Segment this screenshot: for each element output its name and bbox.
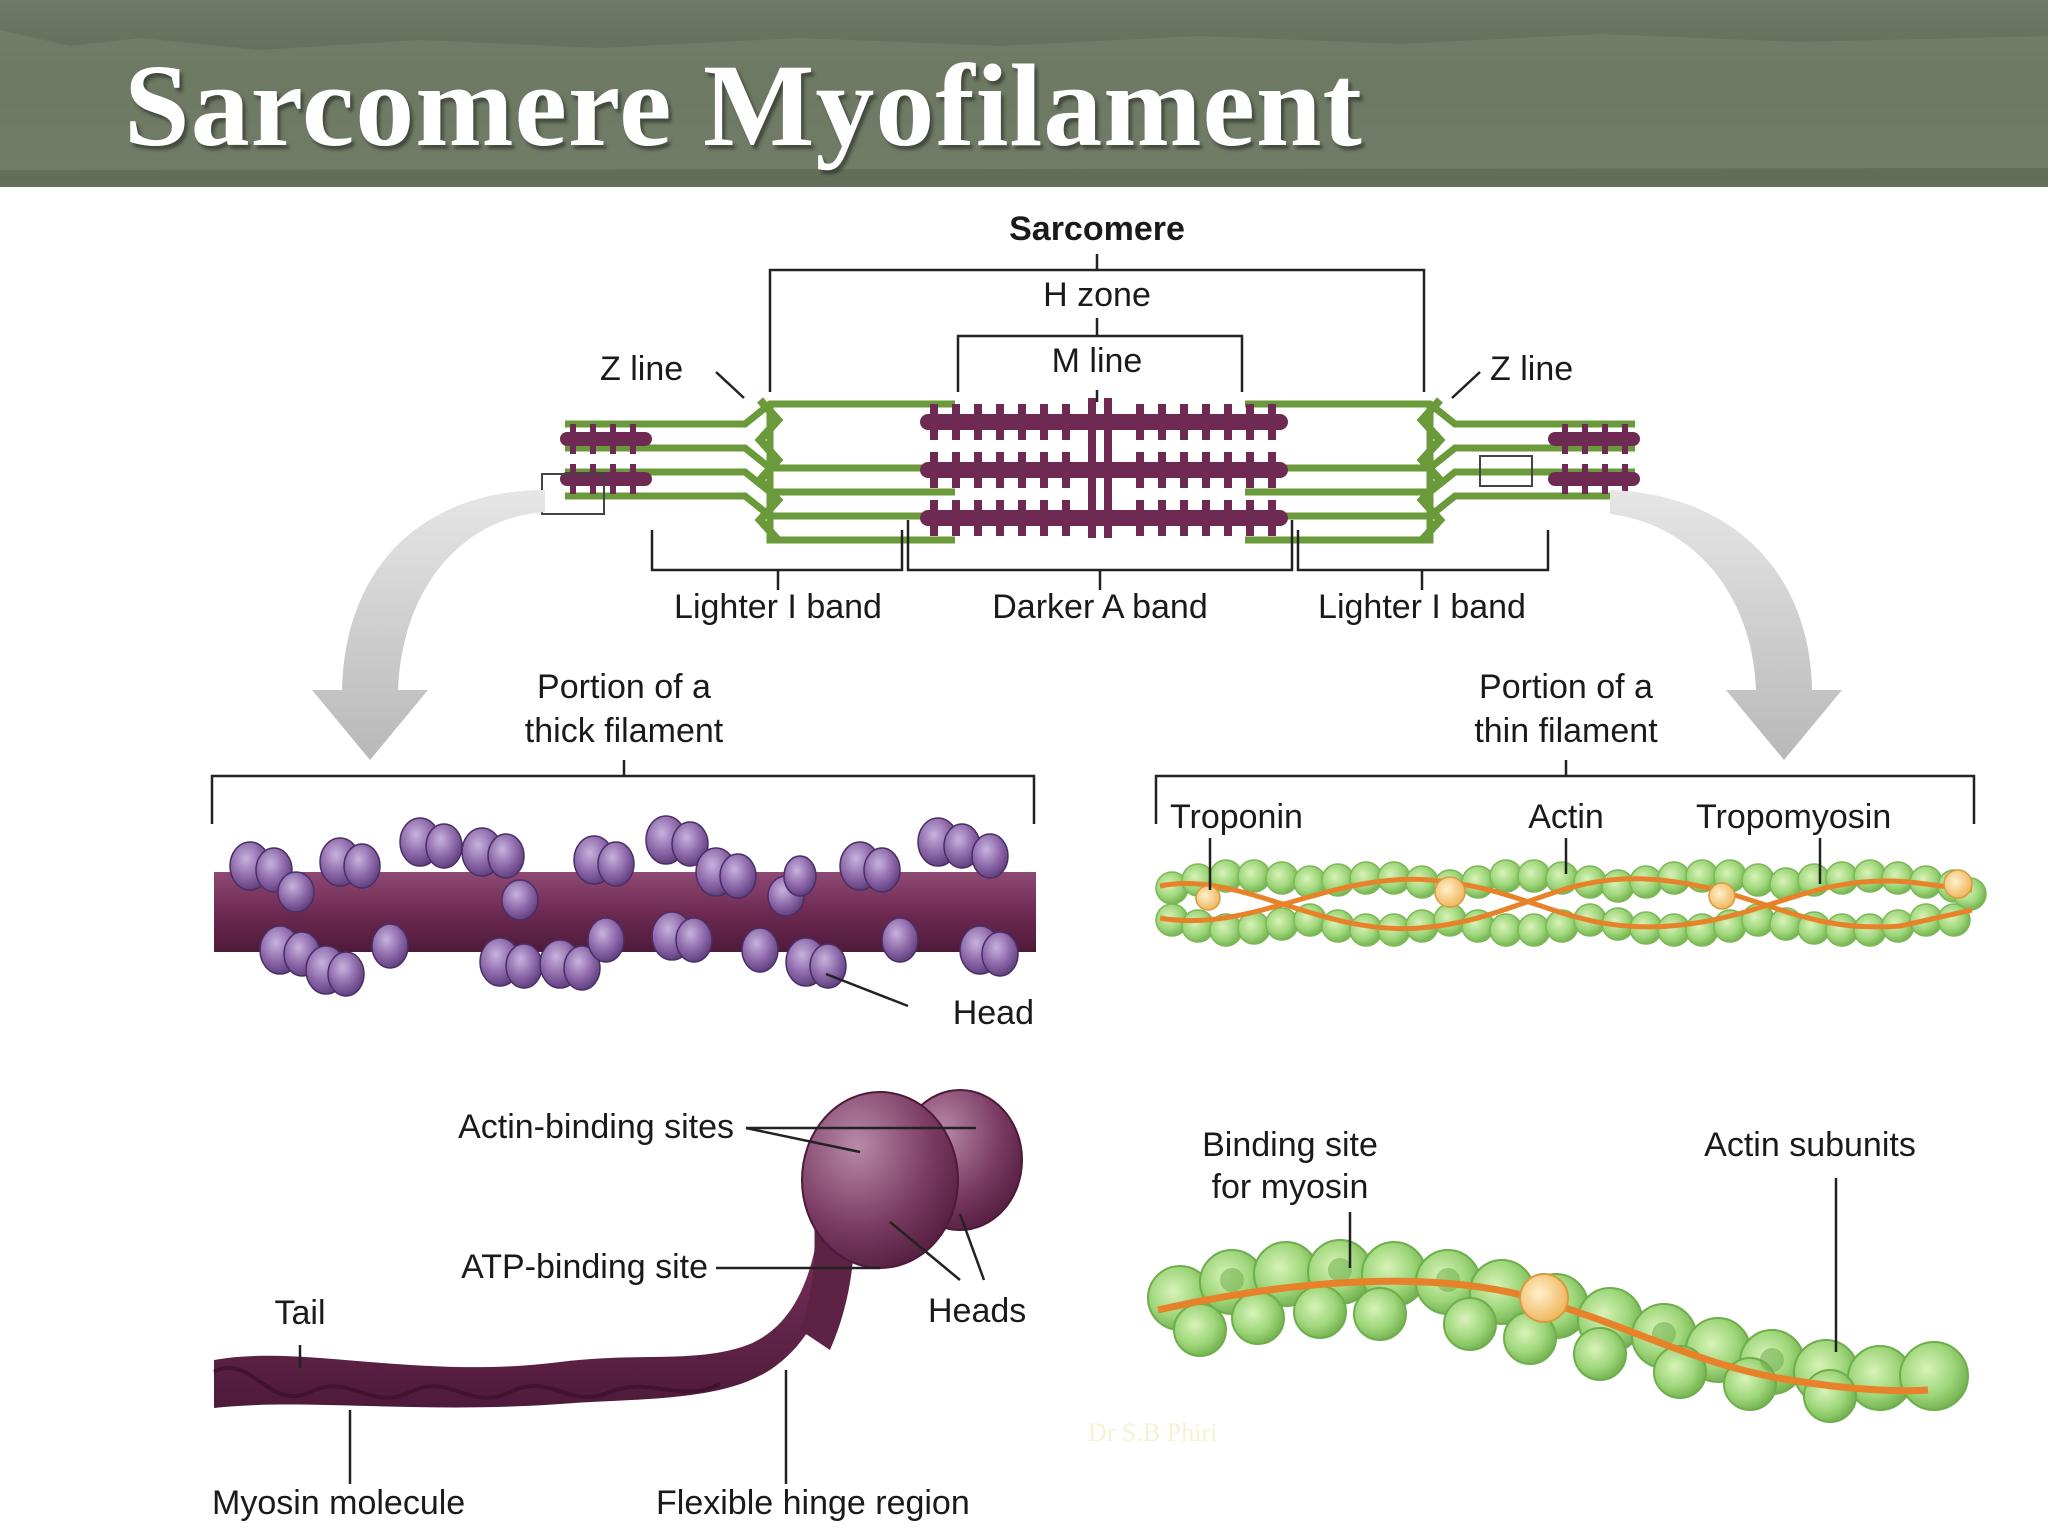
band-right-label: Lighter I band [1318, 588, 1526, 626]
troponin-label: Troponin [1170, 798, 1303, 836]
z-line-right-shape [1416, 397, 1446, 543]
myosin-pointers [298, 1126, 986, 1484]
tropomyosin-label: Tropomyosin [1696, 798, 1891, 836]
z-line-left-label: Z line [600, 350, 683, 388]
actin-label: Actin [1528, 798, 1604, 836]
thick-bracket [210, 760, 1036, 824]
h-zone-label: H zone [1043, 276, 1151, 314]
myosin-tail-body [214, 1150, 842, 1408]
thin-pointers [1208, 838, 1822, 890]
thin-title-2: thin filament [1474, 712, 1658, 750]
head-label: Head [953, 994, 1034, 1032]
binding-site-label-2: for myosin [1212, 1168, 1369, 1206]
thick-filament-portion: Portion of a thick filament [210, 668, 1036, 1032]
band-center-label: Darker A band [992, 588, 1207, 626]
z-line-left-shape [754, 397, 784, 543]
brackets [650, 254, 1550, 590]
band-left-label: Lighter I band [674, 588, 882, 626]
actin-subunit-beads [1147, 1239, 1969, 1423]
hinge-label: Flexible hinge region [656, 1484, 970, 1522]
actin-binding-label: Actin-binding sites [458, 1108, 734, 1146]
title-banner: Sarcomere Myofilament [0, 0, 2048, 187]
thick-filaments-edge [560, 424, 1640, 494]
myosin-binding-site [1519, 1273, 1569, 1323]
curved-arrow-left [312, 490, 545, 760]
page-title: Sarcomere Myofilament [124, 40, 1363, 171]
myosin-head-front [801, 1091, 959, 1269]
sarcomere-title: Sarcomere [1009, 210, 1185, 248]
banner-torn-paper [0, 30, 2048, 187]
thick-title-1: Portion of a [537, 668, 711, 706]
thin-title-1: Portion of a [1479, 668, 1653, 706]
troponin-complexes [1195, 869, 1973, 911]
watermark: Dr S.B Phiri [1088, 1418, 1218, 1447]
myosin-heads-row [229, 815, 1019, 997]
sarcomere-structure: Sarcomere H zone M line Z line Z line Li… [541, 210, 1640, 626]
actin-subunits-label: Actin subunits [1704, 1126, 1916, 1164]
thick-filaments-center [920, 398, 1288, 538]
thick-title-2: thick filament [525, 712, 724, 750]
actin-tropomyosin [1157, 1277, 1929, 1395]
curved-arrow-right [1610, 490, 1842, 760]
thin-filament-portion: Portion of a thin filament Tropon [1154, 668, 1987, 947]
tropomyosin-strand-2 [1159, 876, 1973, 930]
z-line-right-label: Z line [1490, 350, 1573, 388]
myosin-twist [213, 1365, 721, 1400]
thin-bracket [1154, 760, 1976, 824]
tail-label: Tail [274, 1294, 325, 1332]
binding-site-label-1: Binding site [1202, 1126, 1378, 1164]
atp-binding-label: ATP-binding site [461, 1248, 708, 1286]
head-pointer [825, 972, 909, 1008]
myosin-molecule: Actin-binding sites ATP-binding site Tai… [212, 1089, 1026, 1522]
heads-label: Heads [928, 1292, 1026, 1330]
actin-detail: Binding site for myosin Actin subunits [1147, 1126, 1969, 1423]
myosin-molecule-label: Myosin molecule [212, 1484, 465, 1522]
detail-box-thin [1479, 455, 1533, 487]
m-line-label: M line [1052, 342, 1143, 380]
actin-pointers [1348, 1178, 1838, 1352]
